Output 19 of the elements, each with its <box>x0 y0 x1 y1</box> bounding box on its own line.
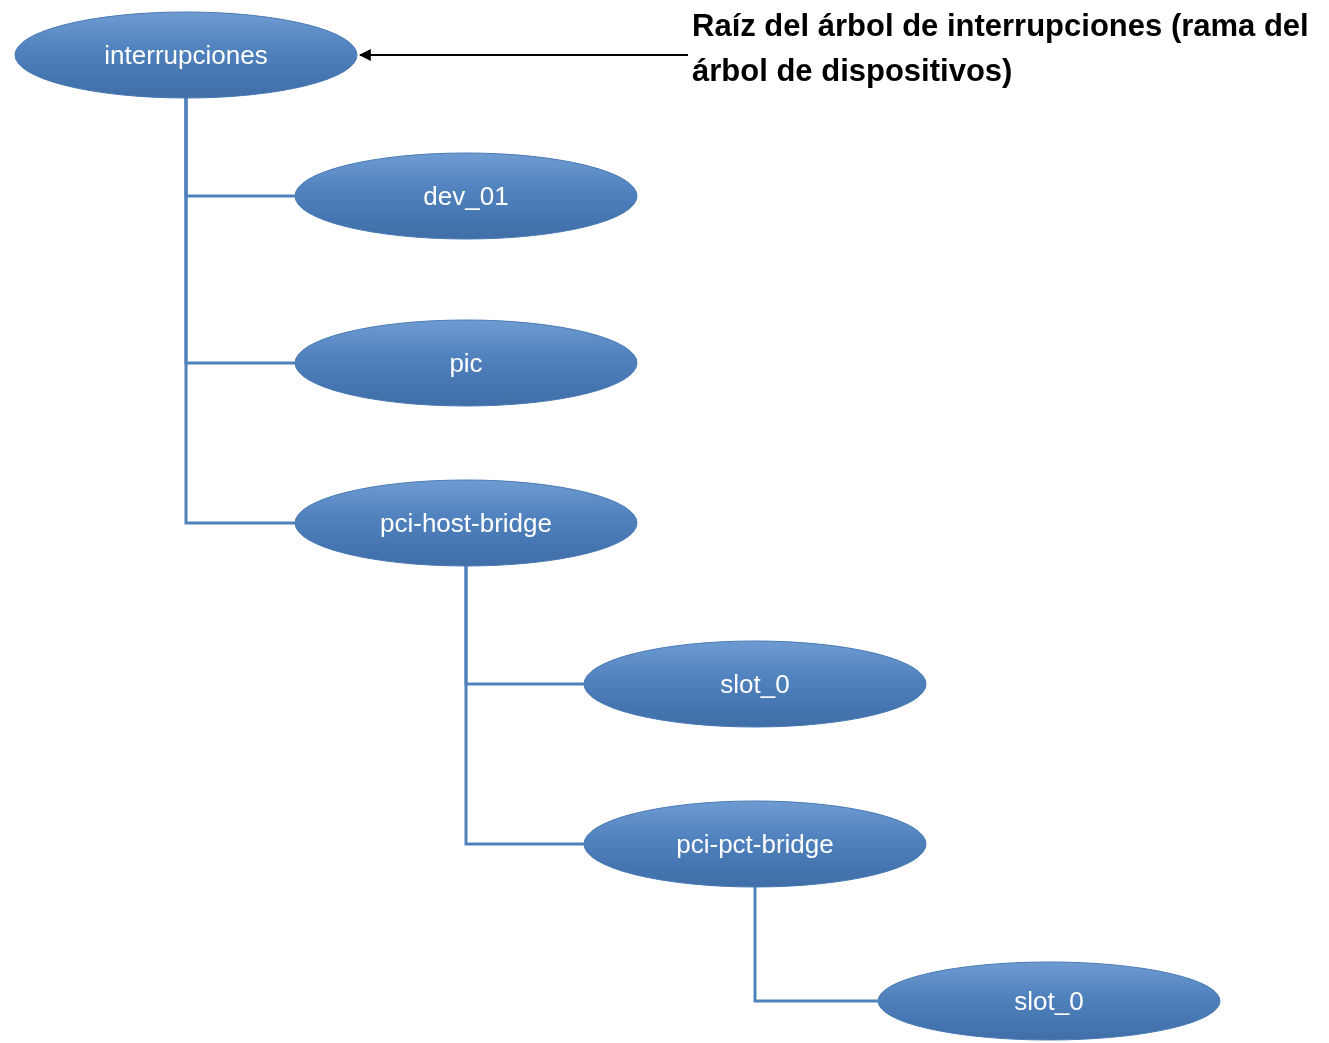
ellipse-node <box>14 11 358 99</box>
ellipse-node <box>294 479 638 567</box>
annotation-text: Raíz del árbol de interrupciones (rama del árbol de dispositivos) <box>692 4 1326 108</box>
node-label: slot_0 <box>1014 985 1084 1017</box>
ellipse-node <box>294 152 638 240</box>
ellipse-node <box>294 319 638 407</box>
node-label: pic <box>449 347 483 379</box>
node-label: slot_0 <box>720 668 790 700</box>
node-label: interrupciones <box>104 39 268 71</box>
ellipse-node <box>583 640 927 728</box>
node-label: pci-host-bridge <box>380 507 552 539</box>
ellipse-node <box>877 961 1221 1041</box>
connector-line <box>184 98 295 525</box>
connector-line <box>753 887 878 1003</box>
node-label: dev_01 <box>423 180 509 212</box>
node-label: pci-pct-bridge <box>676 828 834 860</box>
connector-line <box>464 566 584 846</box>
ellipse-node <box>583 800 927 888</box>
arrow <box>358 49 689 61</box>
